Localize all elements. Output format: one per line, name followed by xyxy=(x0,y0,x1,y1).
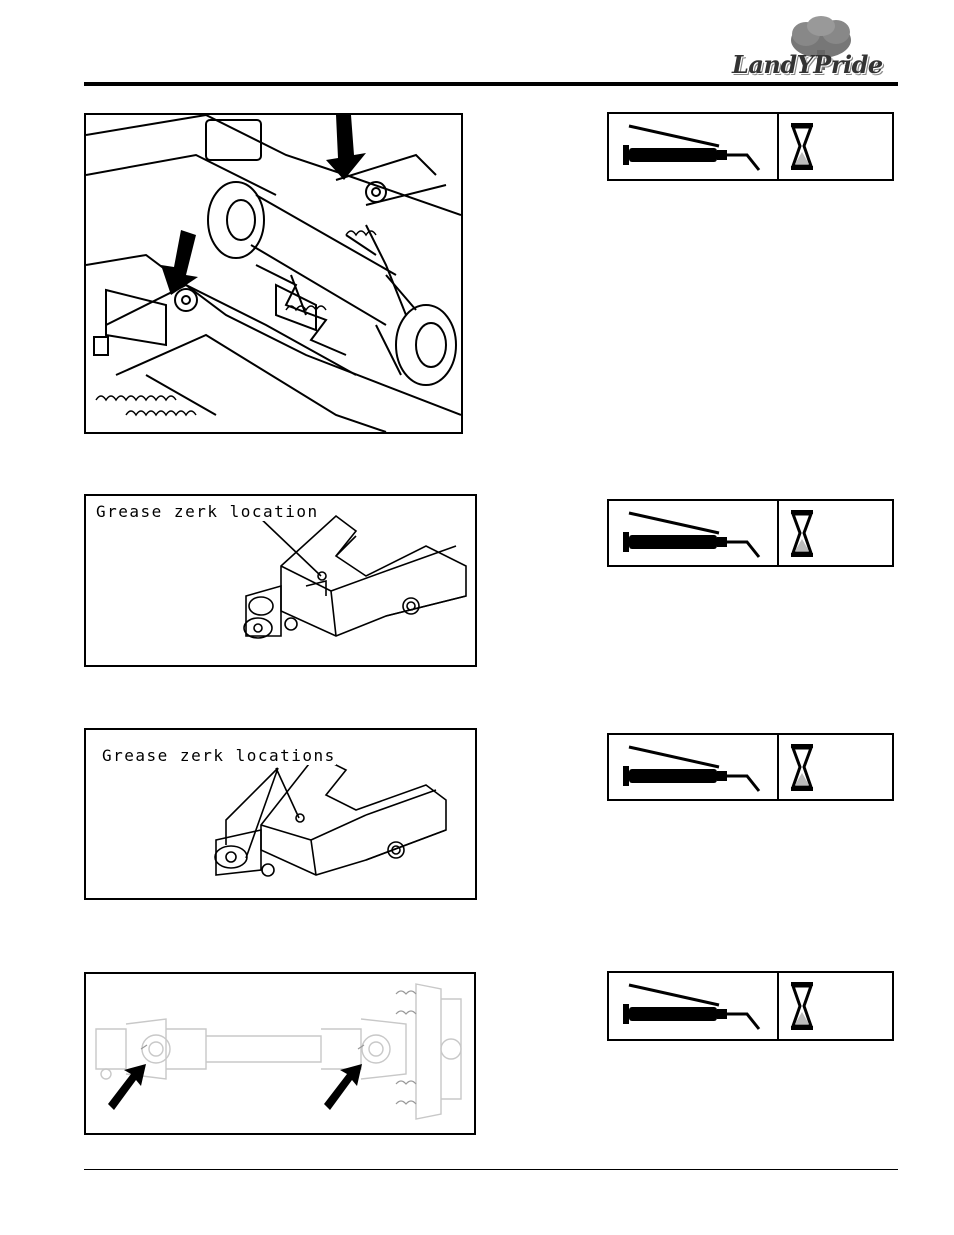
hourglass-icon xyxy=(779,973,892,1039)
driveline-illustration xyxy=(86,974,474,1133)
arrow-icon xyxy=(108,1064,146,1110)
lube-interval-box xyxy=(607,971,894,1041)
arrow-icon xyxy=(324,1064,362,1110)
grease-gun-icon xyxy=(609,735,779,799)
logo-wordmark: LandYPride xyxy=(732,50,883,79)
figure-driveline xyxy=(84,972,476,1135)
lube-interval-box xyxy=(607,499,894,567)
header-rule xyxy=(84,82,898,86)
grease-gun-icon xyxy=(609,973,779,1039)
figure-callout: Grease zerk location xyxy=(96,502,319,521)
grease-gun-icon xyxy=(609,114,779,179)
pto-hitch-illustration xyxy=(86,115,461,432)
figure-tongue-single: Grease zerk location xyxy=(84,494,477,667)
hourglass-icon xyxy=(779,114,892,179)
lube-interval-box xyxy=(607,733,894,801)
footer-rule xyxy=(84,1169,898,1170)
tongue-illustration xyxy=(86,496,475,665)
hourglass-icon xyxy=(779,735,892,799)
grease-gun-icon xyxy=(609,501,779,565)
hourglass-icon xyxy=(779,501,892,565)
arrow-icon xyxy=(161,230,198,295)
figure-pto-hitch-pins xyxy=(84,113,463,434)
figure-callout: Grease zerk locations xyxy=(102,746,336,765)
figure-tongue-double: Grease zerk locations xyxy=(84,728,477,900)
lube-interval-box xyxy=(607,112,894,181)
land-pride-logo: LandYPride xyxy=(726,12,901,82)
